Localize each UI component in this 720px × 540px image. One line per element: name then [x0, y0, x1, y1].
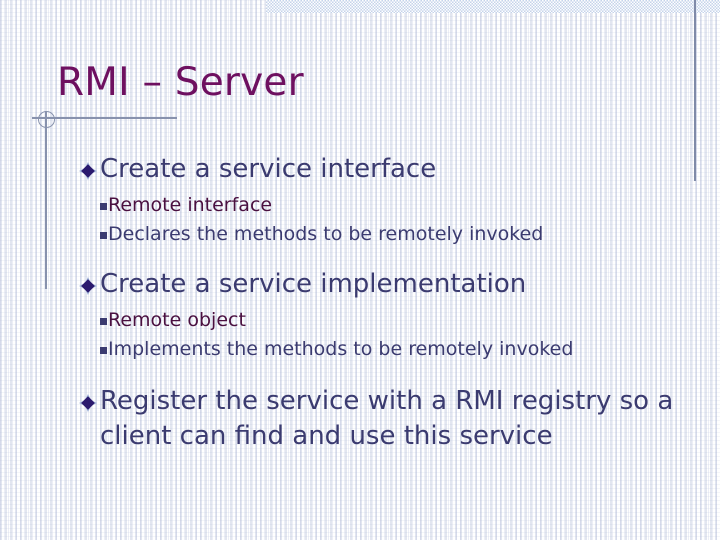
bullet-level2: Declares the methods to be remotely invo… [78, 221, 698, 247]
diamond-bullet-icon [78, 152, 100, 185]
bullet-level2-label: Remote interface [108, 194, 273, 216]
square-bullet-icon [78, 221, 108, 247]
title-horizontal-rule [32, 117, 177, 119]
bullet-level1: Create a service interface [78, 152, 698, 186]
bullet-level1-label: Create a service interface [100, 154, 437, 184]
square-bullet-icon [78, 336, 108, 362]
bullet-block: Create a service interface Remote interf… [78, 152, 698, 247]
page-title: RMI – Server [57, 60, 304, 105]
bullet-level1-label: Register the service with a RMI registry… [100, 386, 674, 451]
slide-body: Create a service interface Remote interf… [78, 152, 698, 456]
bullet-level2-label: Remote object [108, 309, 246, 331]
top-banner [266, 0, 720, 13]
circle-ornament-icon [38, 111, 55, 128]
diamond-bullet-icon [78, 267, 100, 300]
bullet-level2: Remote object [78, 307, 698, 333]
bullet-level2-label: Implements the methods to be remotely in… [108, 338, 574, 360]
bullet-level1: Register the service with a RMI registry… [78, 384, 698, 454]
diamond-bullet-icon [78, 384, 100, 417]
square-bullet-icon [78, 192, 108, 218]
left-vertical-rule [45, 111, 47, 289]
bullet-level2-label: Declares the methods to be remotely invo… [108, 223, 544, 245]
sub-bullet-group: Remote interface Declares the methods to… [78, 192, 698, 247]
bullet-block: Register the service with a RMI registry… [78, 384, 698, 454]
bullet-level1: Create a service implementation [78, 267, 698, 301]
bullet-level1-label: Create a service implementation [100, 269, 527, 299]
right-vertical-rule [694, 0, 696, 181]
square-bullet-icon [78, 307, 108, 333]
bullet-level2: Implements the methods to be remotely in… [78, 336, 698, 362]
sub-bullet-group: Remote object Implements the methods to … [78, 307, 698, 362]
bullet-level2: Remote interface [78, 192, 698, 218]
bullet-block: Create a service implementation Remote o… [78, 267, 698, 362]
